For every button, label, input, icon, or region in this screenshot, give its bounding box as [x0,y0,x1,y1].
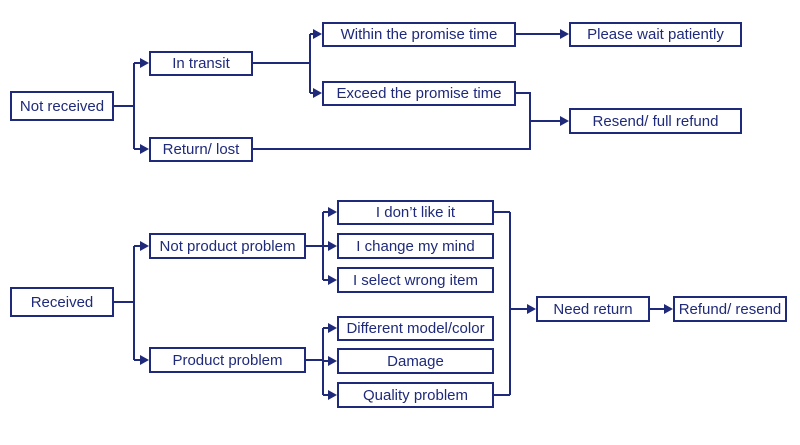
arrowhead-resend-refund [560,116,569,126]
node-refund-resend: Refund/ resend [673,296,787,322]
arrowhead-quality-problem [328,390,337,400]
node-return-lost: Return/ lost [149,137,253,162]
node-select-wrong-item: I select wrong item [337,267,494,293]
node-quality-problem: Quality problem [337,382,494,408]
arrowhead-damage [328,356,337,366]
node-product-problem: Product problem [149,347,306,373]
node-not-received: Not received [10,91,114,121]
arrowhead-wait-patiently [560,29,569,39]
node-in-transit: In transit [149,51,253,76]
arrowhead-in-transit [140,58,149,68]
arrowhead-need-return [527,304,536,314]
arrowhead-return-lost [140,144,149,154]
node-received: Received [10,287,114,317]
wire-exceed-out [516,92,531,121]
arrowhead-different-model [328,323,337,333]
arrowhead-refund-resend [664,304,673,314]
node-please-wait-patiently: Please wait patiently [569,22,742,47]
node-dont-like-it: I don’t like it [337,200,494,225]
wire-return-lost-out [253,121,531,150]
node-exceed-promise-time: Exceed the promise time [322,81,516,106]
arrowhead-dont-like [328,207,337,217]
arrowhead-within-promise [313,29,322,39]
arrowhead-change-mind [328,241,337,251]
arrowhead-not-product-problem [140,241,149,251]
node-resend-full-refund: Resend/ full refund [569,108,742,134]
node-damage: Damage [337,348,494,374]
arrowhead-exceed-promise [313,88,322,98]
node-not-product-problem: Not product problem [149,233,306,259]
node-different-model-color: Different model/color [337,316,494,341]
node-need-return: Need return [536,296,650,322]
arrowheads [140,29,673,400]
arrowhead-product-problem [140,355,149,365]
node-within-promise-time: Within the promise time [322,22,516,47]
node-change-my-mind: I change my mind [337,233,494,259]
connector-lines [114,33,666,396]
arrowhead-wrong-item [328,275,337,285]
